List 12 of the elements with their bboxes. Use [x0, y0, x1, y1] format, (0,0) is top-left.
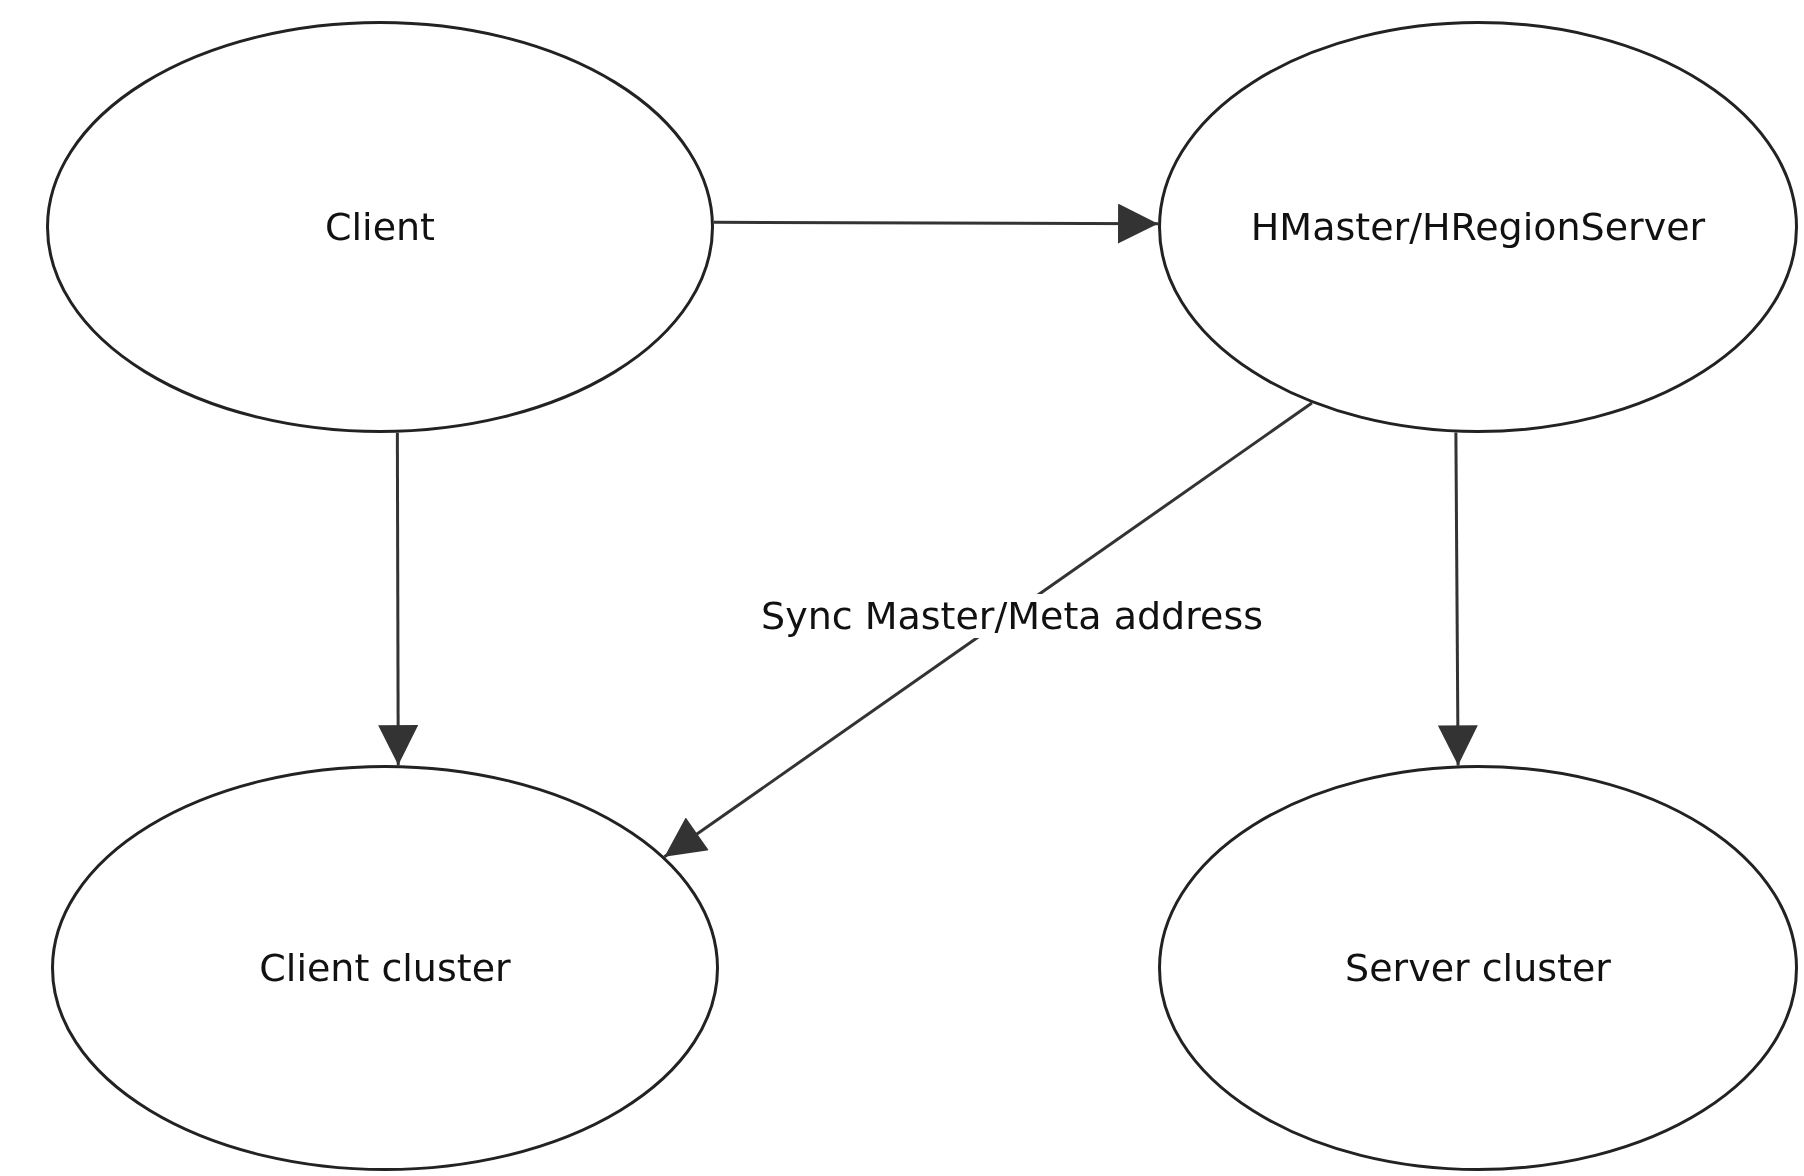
ellipse-node	[1158, 21, 1798, 433]
arrow	[663, 401, 1313, 859]
ellipse-node	[51, 765, 719, 1171]
node-label: HMaster/HRegionServer	[1250, 205, 1706, 249]
ellipse-node	[46, 21, 714, 433]
arrow	[713, 203, 1159, 244]
node-label: Server cluster	[1345, 946, 1611, 990]
node-label: Client cluster	[259, 946, 511, 990]
ellipse-node	[1158, 765, 1798, 1171]
arrow	[378, 432, 419, 766]
arrow	[1437, 432, 1478, 766]
node-label: Client	[325, 205, 435, 249]
